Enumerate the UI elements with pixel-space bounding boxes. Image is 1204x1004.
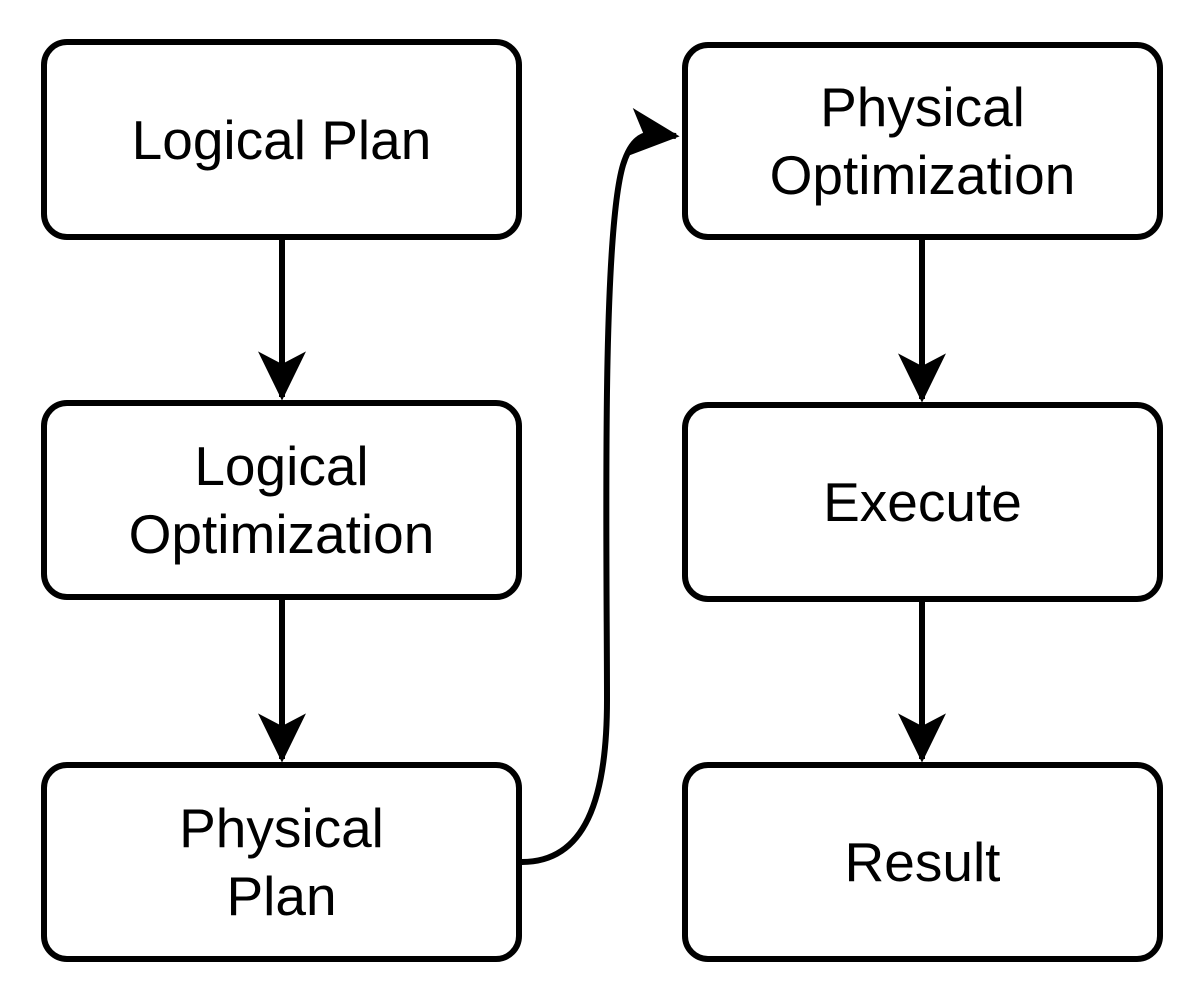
- node-logical-optimization[interactable]: Logical Optimization: [41, 400, 522, 600]
- node-physical-optimization-label: Physical Optimization: [769, 76, 1076, 206]
- node-physical-plan[interactable]: Physical Plan: [41, 762, 522, 962]
- node-logical-plan-label: Logical Plan: [131, 108, 432, 171]
- node-physical-plan-label: Physical Plan: [179, 797, 384, 927]
- node-execute-label: Execute: [823, 471, 1022, 533]
- node-logical-plan[interactable]: Logical Plan: [41, 39, 522, 240]
- node-physical-optimization[interactable]: Physical Optimization: [682, 42, 1163, 240]
- node-logical-optimization-label: Logical Optimization: [128, 435, 435, 565]
- node-result-label: Result: [844, 831, 1001, 893]
- edge-physical-plan-to-physical-optimization: [521, 107, 680, 865]
- node-execute[interactable]: Execute: [682, 402, 1163, 602]
- node-result[interactable]: Result: [682, 762, 1163, 962]
